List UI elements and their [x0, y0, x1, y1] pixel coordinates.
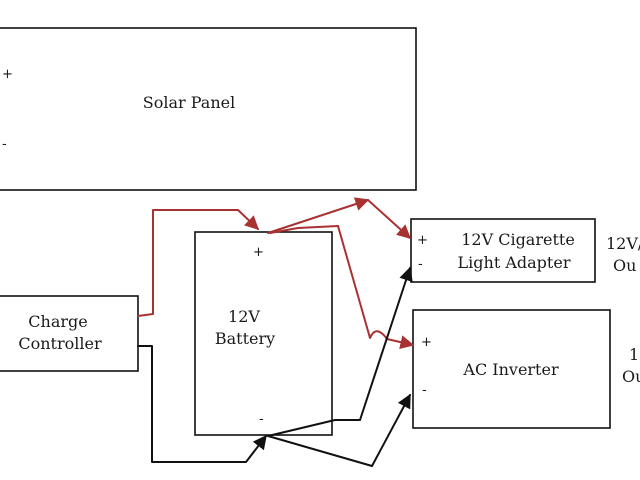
wire-junction-to-inverter-negative: [371, 393, 411, 467]
cigarette-adapter-minus: -: [418, 257, 423, 272]
wire-controller-to-battery-positive: [137, 209, 260, 317]
ac-inverter-label: AC Inverter: [462, 360, 559, 379]
battery-box: [194, 231, 333, 436]
dc-output-label-line2: Ou: [613, 256, 636, 275]
wire-battery-to-inverter-positive: [337, 225, 415, 349]
dc-output-label-line1: 12V/: [606, 234, 640, 253]
solar-panel-plus: +: [2, 67, 13, 82]
ac-inverter-minus: -: [422, 383, 427, 398]
cigarette-adapter: 12V Cigarette Light Adapter + -: [410, 218, 596, 283]
wire-battery-to-top-branch: [267, 197, 370, 234]
solar-panel: Solar Panel + -: [0, 27, 417, 191]
battery-minus: -: [259, 412, 264, 427]
cigarette-adapter-line2: Light Adapter: [458, 253, 571, 272]
ac-output-label-line2: Ou: [622, 367, 640, 386]
charge-controller-line1: Charge: [28, 312, 87, 331]
cigarette-adapter-box: [410, 218, 596, 283]
ac-output-label-line1: 1: [629, 345, 639, 364]
wire-junction-to-cigarette-adapter-negative: [359, 266, 413, 421]
wire-battery-negative-to-top-junction: [267, 419, 361, 437]
solar-panel-minus: -: [2, 137, 7, 152]
solar-panel-label: Solar Panel: [143, 93, 235, 112]
cigarette-adapter-line1: 12V Cigarette: [461, 230, 575, 249]
battery: + 12V Battery -: [194, 231, 333, 436]
cigarette-adapter-plus: +: [417, 233, 428, 248]
wire-battery-positive-main: [269, 225, 339, 234]
wire-branch-to-cigarette-adapter-positive: [367, 199, 412, 239]
wire-battery-negative-to-bottom-junction: [267, 435, 373, 467]
charge-controller-box: [0, 295, 139, 372]
charge-controller-line2: Controller: [18, 334, 102, 353]
wire-controller-to-battery-negative: [137, 345, 267, 463]
solar-panel-box: [0, 27, 417, 191]
battery-line2: Battery: [215, 329, 275, 348]
battery-plus: +: [253, 245, 264, 260]
ac-inverter-plus: +: [421, 335, 432, 350]
charge-controller: Charge Controller: [0, 295, 139, 372]
battery-line1: 12V: [228, 307, 260, 326]
ac-inverter: AC Inverter + -: [412, 309, 611, 429]
ac-inverter-box: [412, 309, 611, 429]
